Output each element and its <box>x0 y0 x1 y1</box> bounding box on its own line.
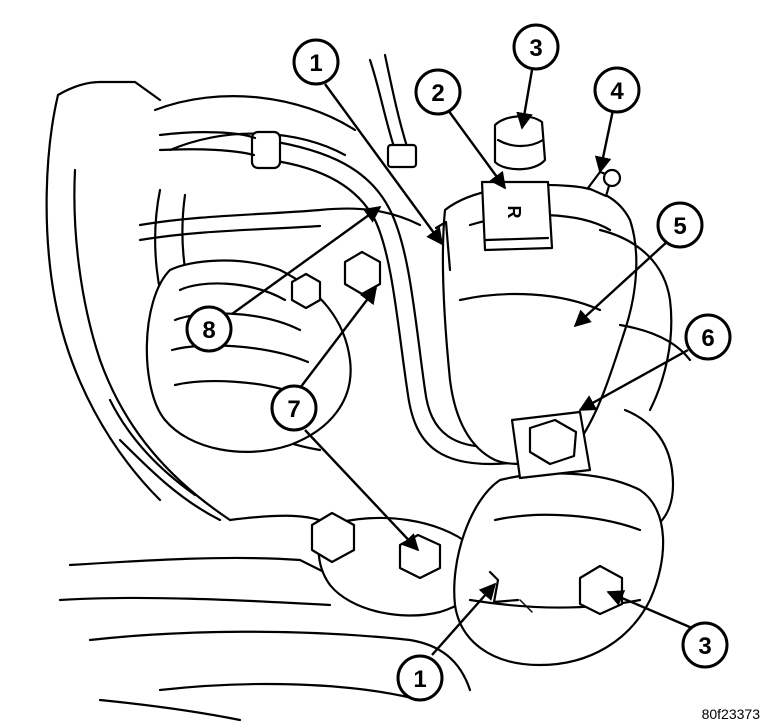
callout-8-number: 8 <box>202 317 215 344</box>
callout-7: 7 <box>270 384 318 432</box>
callout-1-top-number: 1 <box>309 50 322 77</box>
callout-6-number: 6 <box>701 325 714 352</box>
callout-6: 6 <box>684 313 732 361</box>
reference-code: 80f23373 <box>702 706 761 722</box>
leader-lines <box>231 69 693 656</box>
callout-2: 2 <box>414 68 462 116</box>
callout-4-number: 4 <box>610 78 624 105</box>
callout-3-top-number: 3 <box>529 35 542 62</box>
callout-1-bottom: 1 <box>396 654 444 702</box>
rotor-and-knuckle-drawing <box>45 80 484 722</box>
callout-1-bottom-number: 1 <box>413 666 426 693</box>
callout-5: 5 <box>656 201 704 249</box>
housing-mark: R <box>504 206 524 219</box>
callout-3-bottom-number: 3 <box>698 633 711 660</box>
callout-5-number: 5 <box>673 213 686 240</box>
callout-8: 8 <box>185 305 233 353</box>
callout-1-top: 1 <box>292 38 340 86</box>
callout-3-top: 3 <box>512 23 560 71</box>
callout-7-number: 7 <box>287 396 300 423</box>
callout-2-number: 2 <box>431 80 444 107</box>
callout-3-bottom: 3 <box>681 621 729 669</box>
brake-hose-drawing <box>138 53 522 466</box>
callout-4: 4 <box>593 66 641 114</box>
